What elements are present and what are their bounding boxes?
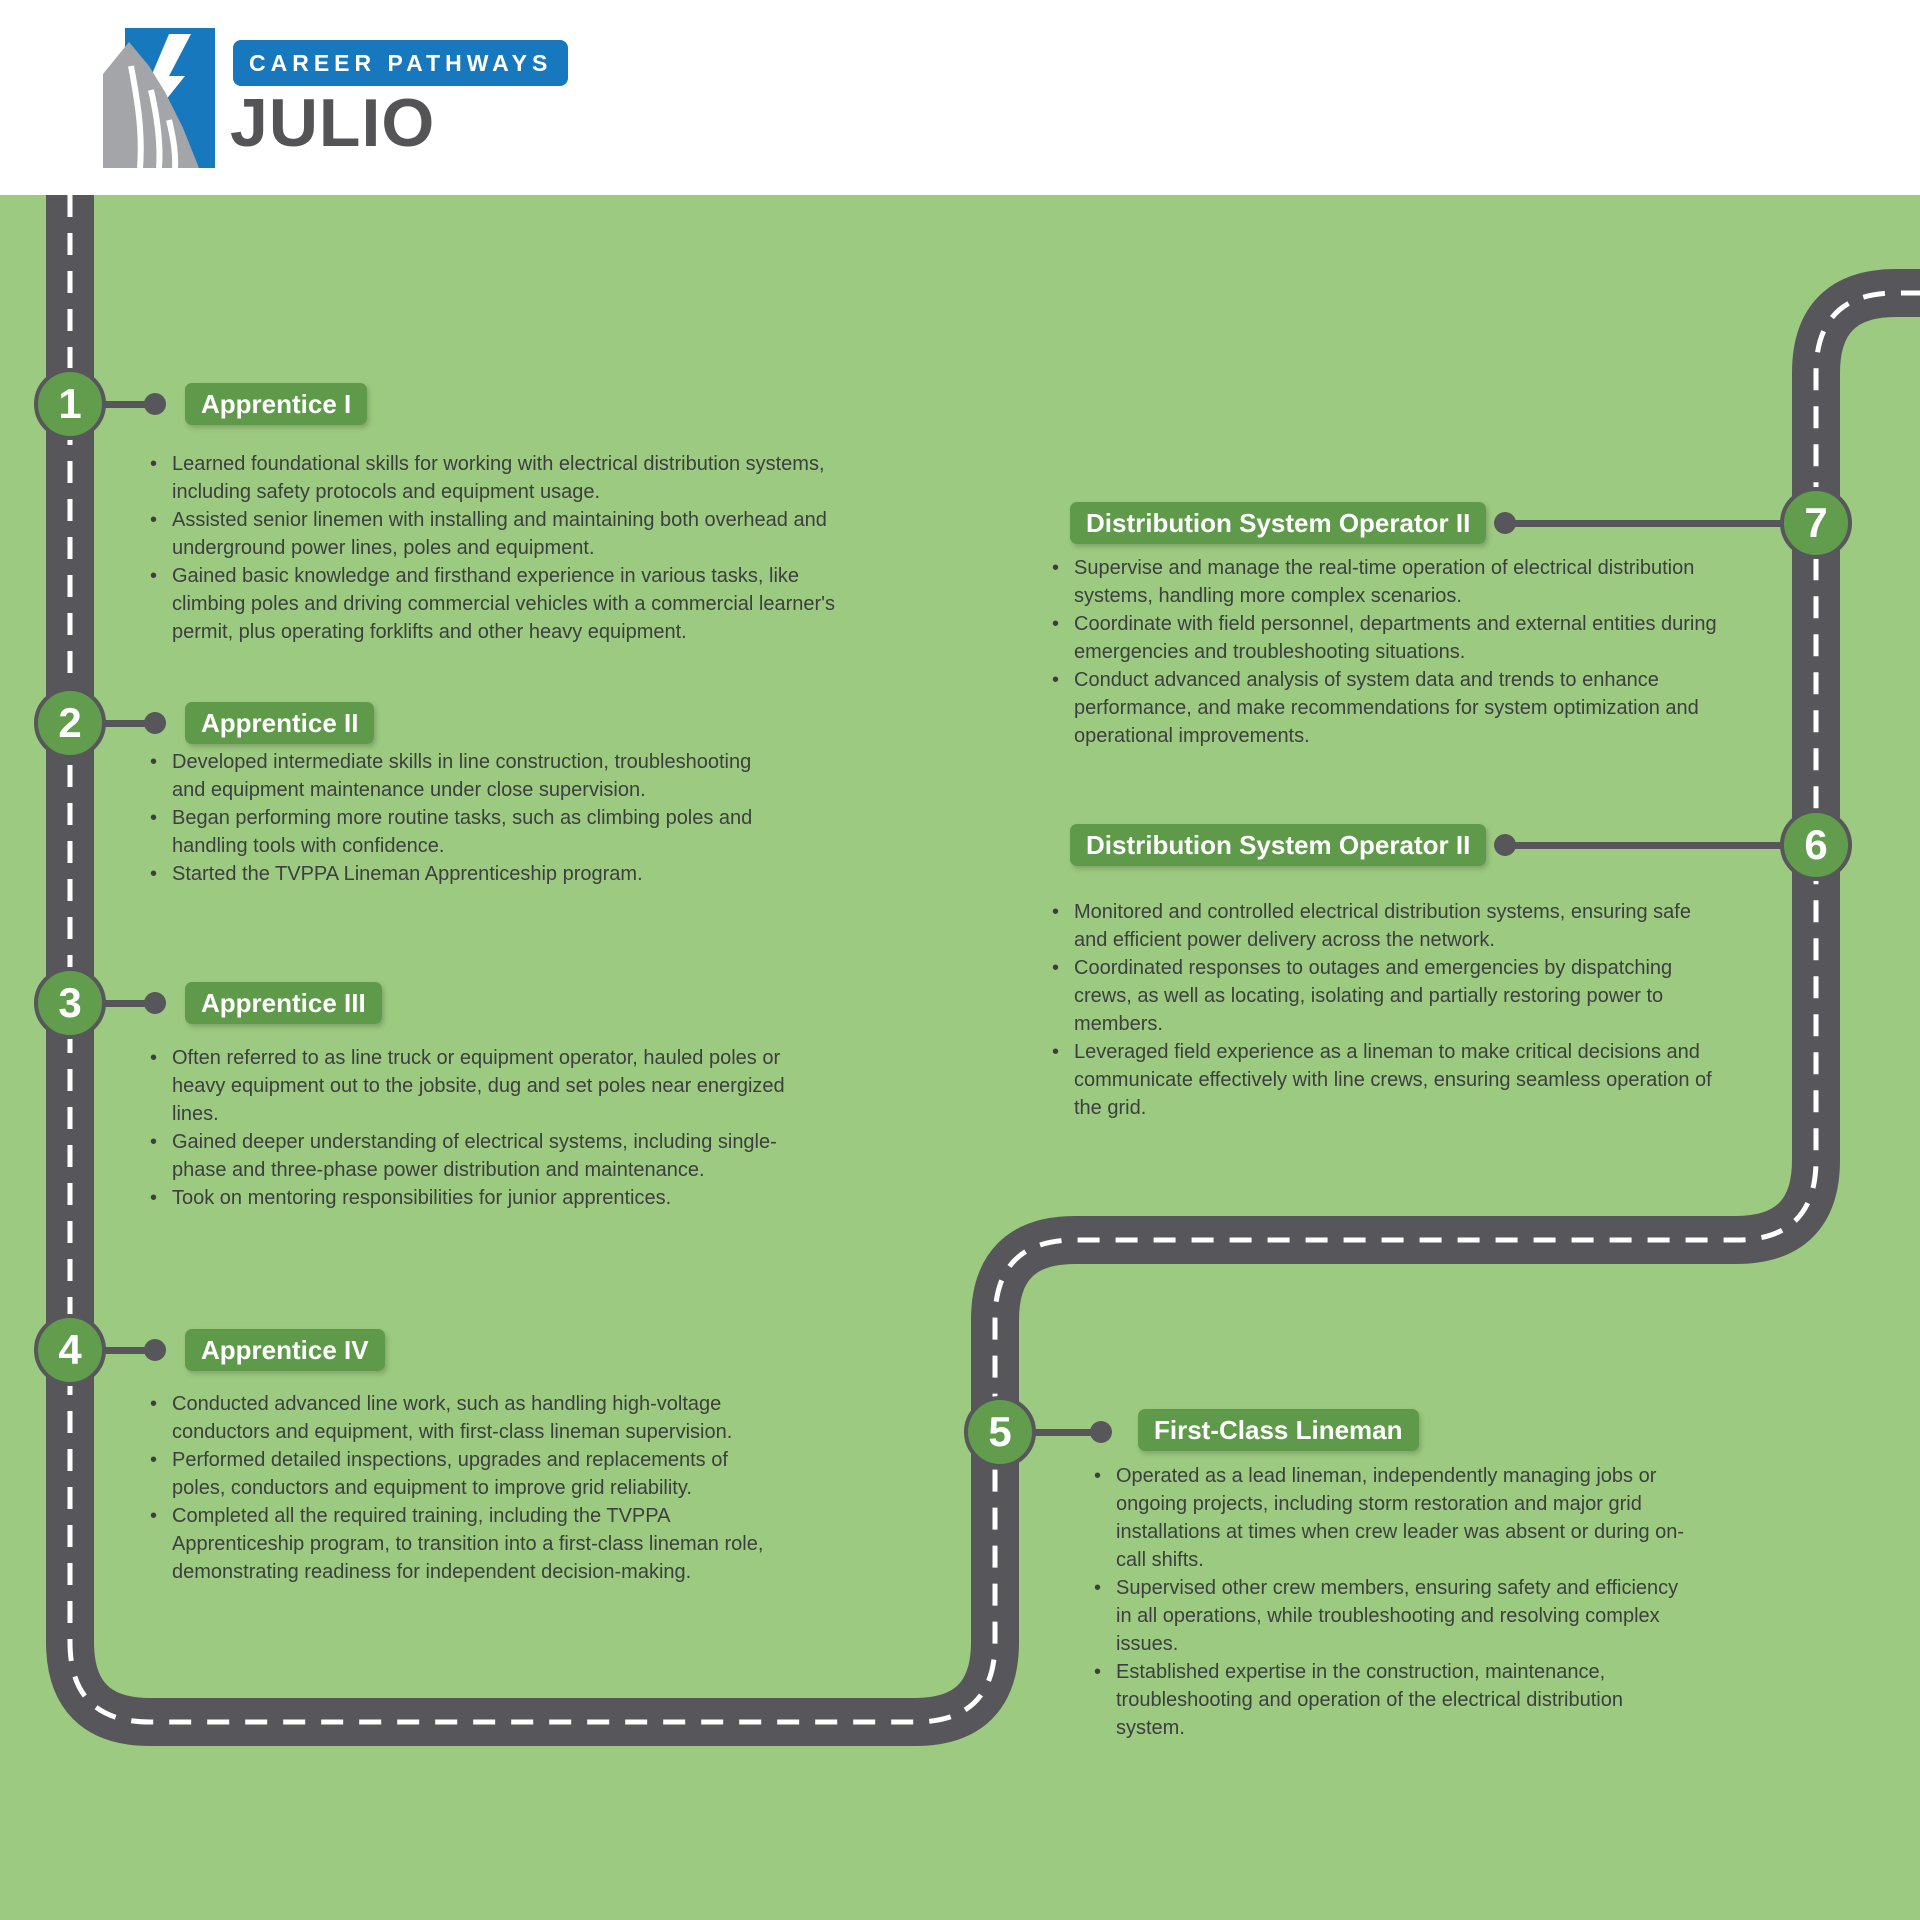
bullet-item: Coordinate with field personnel, departm… [1048,610,1718,666]
road-center-dashes [67,195,1920,1725]
milestone-4-bullets: Conducted advanced line work, such as ha… [146,1390,766,1586]
connector-dot [1090,1421,1112,1443]
milestone-5-title: First-Class Lineman [1138,1409,1419,1451]
milestone-3-title: Apprentice III [185,982,382,1024]
bullet-item: Took on mentoring responsibilities for j… [146,1184,786,1212]
bullet-item: Operated as a lead lineman, independentl… [1090,1462,1690,1574]
bullet-item: Performed detailed inspections, upgrades… [146,1446,766,1502]
career-pathways-badge-label: CAREER PATHWAYS [249,49,553,76]
connector-dot [144,1339,166,1361]
milestone-1-bullets: Learned foundational skills for working … [146,450,846,646]
bullet-item: Often referred to as line truck or equip… [146,1044,786,1128]
bullet-item: Gained deeper understanding of electrica… [146,1128,786,1184]
milestone-4-number: 4 [34,1314,106,1386]
bullet-item: Monitored and controlled electrical dist… [1048,898,1718,954]
header-bar: CAREER PATHWAYS JULIO [0,0,1920,195]
bullet-item: Started the TVPPA Lineman Apprenticeship… [146,860,776,888]
bullet-item: Began performing more routine tasks, suc… [146,804,776,860]
connector-dot [1494,512,1516,534]
connector-line [1000,1429,1100,1436]
bullet-item: Supervised other crew members, ensuring … [1090,1574,1690,1658]
milestone-6-bullets: Monitored and controlled electrical dist… [1048,898,1718,1122]
bullet-item: Established expertise in the constructio… [1090,1658,1690,1742]
milestone-6-number: 6 [1780,809,1852,881]
bullet-item: Supervise and manage the real-time opera… [1048,554,1718,610]
milestone-7-bullets: Supervise and manage the real-time opera… [1048,554,1718,750]
bullet-item: Learned foundational skills for working … [146,450,846,506]
bullet-item: Assisted senior linemen with installing … [146,506,846,562]
connector-dot [1494,834,1516,856]
milestone-5-number: 5 [964,1396,1036,1468]
bullet-item: Conducted advanced line work, such as ha… [146,1390,766,1446]
bullet-item: Conduct advanced analysis of system data… [1048,666,1718,750]
milestone-7-number: 7 [1780,487,1852,559]
logo-mountain-lightning-icon [103,28,215,168]
milestone-1-number: 1 [34,368,106,440]
person-name-title: JULIO [230,85,436,161]
career-pathways-badge: CAREER PATHWAYS [233,40,569,86]
connector-dot [144,393,166,415]
connector-line [1505,842,1816,849]
bullet-item: Gained basic knowledge and firsthand exp… [146,562,846,646]
milestone-2-title: Apprentice II [185,702,375,744]
milestone-6-title: Distribution System Operator II [1070,824,1487,866]
connector-line [70,1000,155,1007]
milestone-2-bullets: Developed intermediate skills in line co… [146,748,776,888]
connector-dot [144,712,166,734]
milestone-7-title: Distribution System Operator II [1070,502,1487,544]
bullet-item: Completed all the required training, inc… [146,1502,766,1586]
bullet-item: Developed intermediate skills in line co… [146,748,776,804]
milestone-3-bullets: Often referred to as line truck or equip… [146,1044,786,1212]
milestone-2-number: 2 [34,687,106,759]
connector-dot [144,992,166,1014]
connector-line [1505,520,1816,527]
connector-line [70,1347,155,1354]
bullet-item: Leveraged field experience as a lineman … [1048,1038,1718,1122]
milestone-5-bullets: Operated as a lead lineman, independentl… [1090,1462,1690,1742]
milestone-4-title: Apprentice IV [185,1329,385,1371]
bullet-item: Coordinated responses to outages and eme… [1048,954,1718,1038]
milestone-1-title: Apprentice I [185,383,368,425]
connector-line [70,401,155,408]
connector-line [70,720,155,727]
milestone-3-number: 3 [34,967,106,1039]
